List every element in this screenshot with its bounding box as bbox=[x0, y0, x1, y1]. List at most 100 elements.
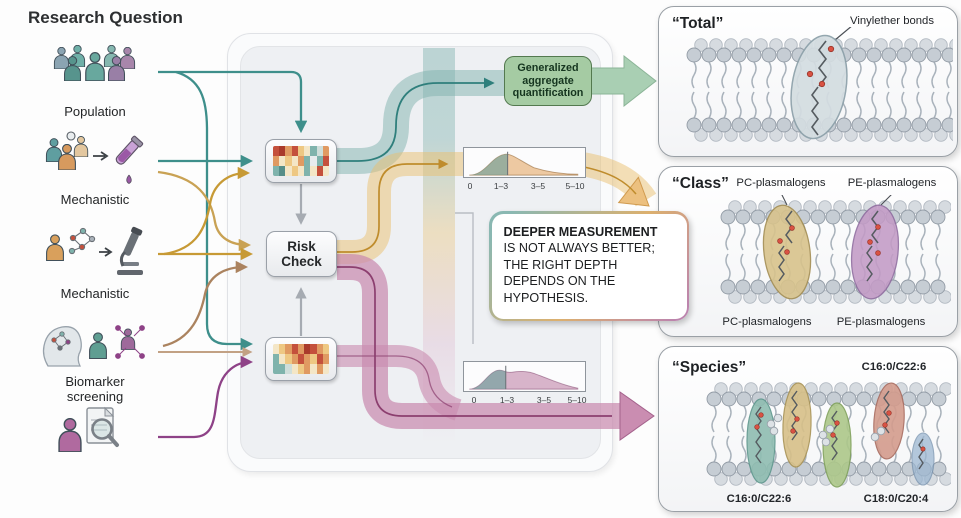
annotation-leaders bbox=[781, 195, 892, 206]
pe-plasmalogens-top-label: PE-plasmalogens bbox=[847, 177, 937, 189]
heatmap-cell bbox=[273, 354, 280, 364]
species-blobs bbox=[746, 382, 935, 488]
tick: 5–10 bbox=[567, 395, 587, 405]
aggregate-quantification-box: Generalized aggregate quantification bbox=[504, 56, 592, 106]
heatmap-cell bbox=[273, 146, 280, 156]
heatmap-cell bbox=[297, 354, 305, 364]
key-message-text: DEEPER MEASUREMENT IS NOT ALWAYS BETTER;… bbox=[491, 213, 687, 319]
heatmap-cell bbox=[285, 166, 292, 176]
source-biomarker: Biomarker screening bbox=[30, 320, 160, 405]
panel-species: “Species” C16:0/C22:6 C16:0/C22:6 C18:0/… bbox=[658, 346, 958, 512]
depth-gradient-band bbox=[423, 48, 455, 460]
pc-plasmalogens-bottom-label: PC-plasmalogens bbox=[722, 316, 812, 328]
figure-title: Research Question bbox=[28, 8, 183, 27]
panel-title: “Total” bbox=[672, 15, 724, 32]
heatmap-cell bbox=[285, 364, 292, 374]
source-literature-screen bbox=[30, 406, 160, 471]
heatmap-cell bbox=[322, 364, 329, 374]
heatmap-cell bbox=[297, 344, 305, 354]
heatmap-cell bbox=[279, 354, 286, 364]
pe-blob bbox=[850, 204, 900, 300]
heatmap-cell bbox=[279, 364, 286, 374]
heatmap-cell bbox=[273, 156, 280, 166]
heatmap-cell bbox=[316, 146, 323, 156]
heatmap-cell bbox=[316, 156, 323, 166]
heatmap-cell bbox=[304, 166, 311, 176]
panel-class: “Class” PC-plasmalogens PE-plasmalogens … bbox=[658, 166, 958, 337]
heatmap-cell bbox=[322, 166, 329, 176]
source-label: Mechanistic bbox=[60, 192, 130, 207]
heatmap-cell bbox=[291, 344, 298, 354]
population-icon bbox=[53, 45, 136, 81]
source-mechanistic-cell: Mechanistic bbox=[30, 130, 160, 208]
heatmap-cell bbox=[285, 146, 292, 156]
heatmap-cell bbox=[322, 156, 329, 166]
pe-plasmalogens-bottom-label: PE-plasmalogens bbox=[836, 316, 926, 328]
heatmap-cell bbox=[316, 344, 323, 354]
heatmap-cell bbox=[310, 364, 317, 374]
heatmap-cell bbox=[316, 166, 323, 176]
risk-check-box: Risk Check bbox=[266, 231, 337, 277]
tick: 0 bbox=[467, 181, 473, 191]
distribution-plot-species: 0 1–3 3–5 5–10 bbox=[463, 361, 586, 405]
heatmap-cell bbox=[297, 156, 305, 166]
key-message-callout: DEEPER MEASUREMENT IS NOT ALWAYS BETTER;… bbox=[489, 211, 689, 322]
heatmap-cell bbox=[291, 156, 298, 166]
heatmap-cell bbox=[285, 156, 292, 166]
density-curve bbox=[469, 365, 579, 390]
heatmap-cell bbox=[310, 344, 317, 354]
key-message-rest: IS NOT ALWAYS BETTER; THE RIGHT DEPTH DE… bbox=[503, 241, 655, 305]
annotation-leader bbox=[834, 27, 852, 41]
source-label: Population bbox=[64, 104, 126, 119]
membrane-total bbox=[686, 27, 953, 142]
heatmap-cell bbox=[322, 354, 329, 364]
panel-total: “Total” Vinylether bonds bbox=[658, 6, 958, 157]
people-sample-tube-icon bbox=[45, 131, 144, 185]
heatmap-deep bbox=[265, 337, 337, 381]
tick: 3–5 bbox=[536, 395, 552, 405]
heatmap-grid bbox=[273, 146, 329, 176]
species-top-label: C16:0/C22:6 bbox=[861, 361, 927, 373]
tick: 3–5 bbox=[530, 181, 546, 191]
heatmap-cell bbox=[291, 354, 298, 364]
species-bottom-right-label: C18:0/C20:4 bbox=[863, 493, 929, 505]
membrane-species bbox=[706, 382, 951, 488]
heatmap-cell bbox=[291, 364, 298, 374]
heatmap-cell bbox=[297, 146, 305, 156]
heatmap-cell bbox=[273, 166, 280, 176]
heatmap-cell bbox=[322, 344, 329, 354]
heatmap-cell bbox=[279, 166, 286, 176]
panel-title: “Species” bbox=[672, 359, 747, 376]
tick: 5–10 bbox=[565, 181, 585, 191]
source-population: Population bbox=[30, 44, 160, 120]
heatmap-cell bbox=[316, 364, 323, 374]
heatmap-cell bbox=[273, 344, 280, 354]
heatmap-cell bbox=[291, 166, 298, 176]
heatmap-cell bbox=[291, 146, 298, 156]
molecule-clusters bbox=[766, 413, 886, 447]
heatmap-cell bbox=[285, 354, 292, 364]
heatmap-cell bbox=[304, 354, 311, 364]
source-mechanistic-micro: Mechanistic bbox=[30, 224, 160, 302]
heatmap-cell bbox=[273, 364, 280, 374]
pc-blob bbox=[762, 204, 812, 300]
tick: 0 bbox=[471, 395, 477, 405]
density-curve bbox=[469, 151, 579, 176]
membrane-class bbox=[720, 195, 951, 304]
heatmap-cell bbox=[304, 344, 311, 354]
heatmap-cell bbox=[316, 354, 323, 364]
heatmap-cell bbox=[285, 344, 292, 354]
heatmap-cell bbox=[297, 166, 305, 176]
heatmap-cell bbox=[297, 364, 305, 374]
heatmap-cell bbox=[304, 364, 311, 374]
aggregate-quantification-label: Generalized aggregate quantification bbox=[512, 61, 584, 100]
heatmap-cell bbox=[322, 146, 329, 156]
species-bottom-left-label: C16:0/C22:6 bbox=[726, 493, 792, 505]
source-label: Mechanistic bbox=[60, 286, 130, 301]
heatmap-cell bbox=[310, 146, 317, 156]
source-label: Biomarker screening bbox=[65, 374, 125, 404]
lipid-bilayer bbox=[720, 200, 951, 304]
tick: 1–3 bbox=[499, 395, 515, 405]
pc-plasmalogens-top-label: PC-plasmalogens bbox=[736, 177, 826, 189]
